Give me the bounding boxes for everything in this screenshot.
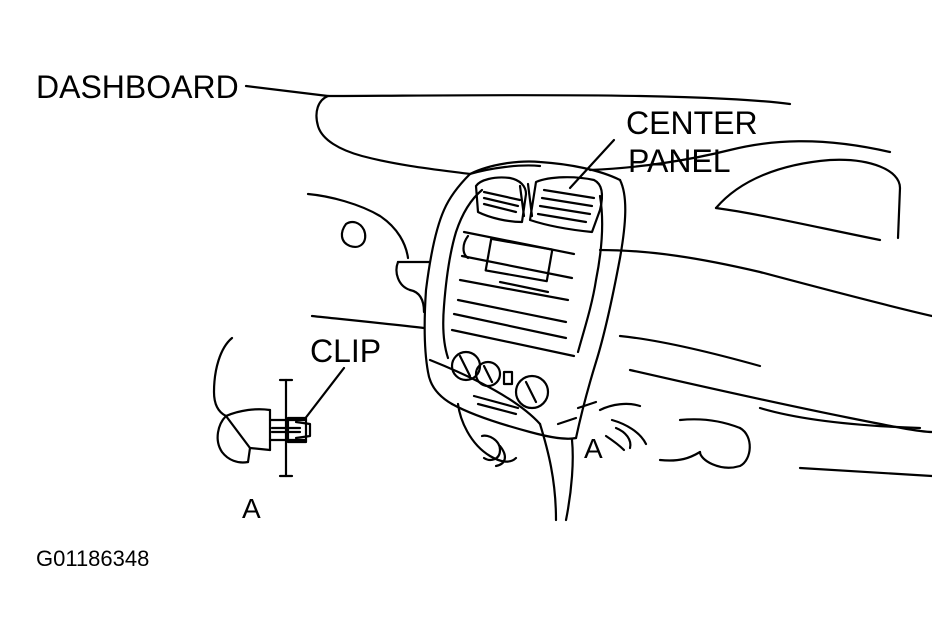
climate-controls	[450, 350, 578, 426]
clip-arrow-line	[576, 400, 598, 410]
label-dashboard: DASHBOARD	[36, 69, 239, 105]
lower-console	[456, 402, 751, 522]
center-panel-outline	[423, 160, 627, 440]
center-panel-leader-line	[568, 138, 616, 190]
figure-id: G01186348	[36, 546, 149, 571]
leader-lines	[244, 84, 616, 422]
label-view-a-right: A	[584, 433, 603, 464]
clip-detail-view	[212, 336, 312, 478]
dashboard-leader-line	[244, 84, 330, 98]
center-vents	[474, 176, 604, 234]
label-center: CENTER	[626, 105, 758, 141]
label-panel: PANEL	[628, 143, 731, 179]
callout-labels: DASHBOARD CENTER PANEL CLIP A A G0118634…	[36, 69, 758, 571]
label-view-a-left: A	[242, 493, 261, 524]
clip-leader-line	[302, 366, 346, 422]
dashboard-outline	[306, 94, 932, 478]
label-clip: CLIP	[310, 333, 381, 369]
